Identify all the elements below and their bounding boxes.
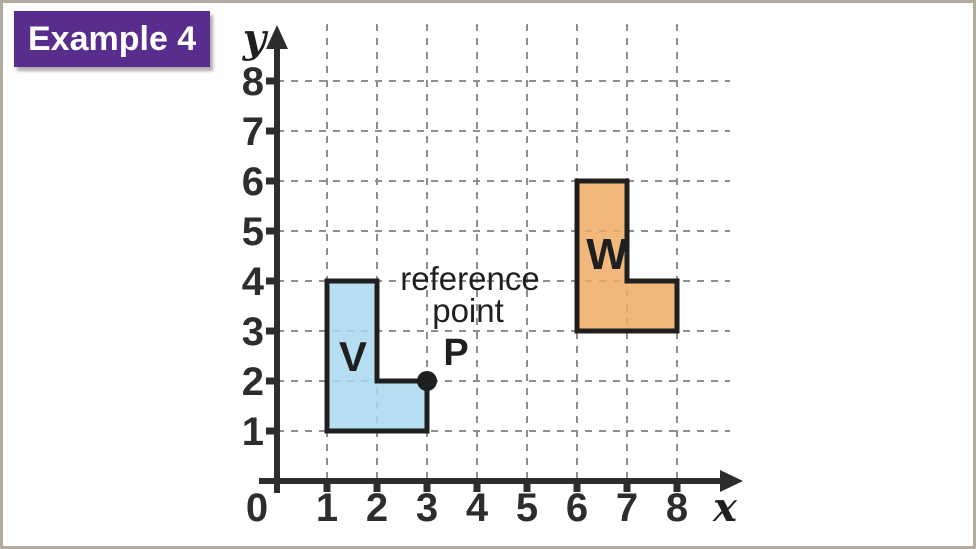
y-axis-tick [266,427,277,435]
example-badge: Example 4 [14,11,211,67]
x-axis-number: 6 [566,486,588,530]
x-axis-tick [573,481,581,492]
y-axis-tick [266,177,277,185]
x-axis-number: 1 [316,486,338,530]
x-axis-number: 4 [466,486,489,530]
x-axis-number: 8 [666,486,688,530]
x-axis-number: 2 [366,486,388,530]
x-axis-tick [473,481,481,492]
y-axis-tick [266,377,277,385]
x-axis-tick [623,481,631,492]
x-axis-number: 3 [416,486,438,530]
y-axis-tick [266,327,277,335]
y-axis-number: 1 [242,410,264,454]
y-axis-number: 6 [242,160,264,204]
y-axis-number: 3 [242,310,264,354]
origin-number: 0 [246,486,268,530]
y-axis-number: 7 [242,110,264,154]
annotation-line-2: point [432,292,504,329]
x-axis-number: 5 [516,486,538,530]
reference-point-dot [417,371,437,391]
y-axis-arrow [266,25,288,49]
x-axis-arrow [720,470,743,492]
x-axis-tick [673,481,681,492]
shape-V-label: V [339,333,367,380]
y-axis-tick [266,277,277,285]
x-axis-tick [373,481,381,492]
shape-W-label: W [586,230,628,279]
y-axis-number: 2 [242,360,264,404]
y-axis-tick [266,77,277,85]
x-axis-tick [323,481,331,492]
x-axis-tick [523,481,531,492]
y-axis-tick [266,127,277,135]
x-axis-tick [423,481,431,492]
x-axis-number: 7 [616,486,638,530]
y-axis-label: y [242,15,269,62]
annotation-line-1: reference [400,260,539,297]
y-axis-number: 8 [242,60,264,104]
point-label: P [443,332,468,374]
y-axis-tick [266,227,277,235]
example-badge-label: Example 4 [28,20,197,58]
y-axis-number: 5 [242,210,264,254]
x-axis-label: x [712,484,738,531]
y-axis-number: 4 [242,260,265,304]
shape-W [574,178,680,334]
